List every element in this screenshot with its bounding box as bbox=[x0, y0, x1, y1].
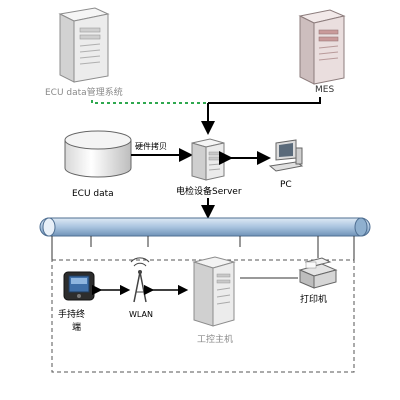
wlan-antenna-icon bbox=[130, 257, 150, 303]
pc-label: PC bbox=[280, 180, 292, 190]
printer-icon bbox=[298, 257, 338, 289]
bus-drop-lines bbox=[51, 236, 355, 260]
handheld-label-line1: 手持终 bbox=[58, 308, 85, 320]
network-bus bbox=[39, 217, 371, 237]
ecu-data-database-icon bbox=[64, 130, 132, 178]
ecu-management-server-icon bbox=[58, 7, 110, 83]
mes-server-icon bbox=[298, 9, 346, 85]
pc-icon bbox=[268, 139, 304, 172]
ecu-mgmt-dashed-link bbox=[91, 100, 208, 104]
mes-label: MES bbox=[315, 85, 334, 95]
industrial-pc-icon bbox=[192, 256, 236, 327]
wlan-label: WLAN bbox=[129, 310, 153, 319]
mes-link bbox=[208, 97, 321, 104]
ipc-label: 工控主机 bbox=[197, 333, 233, 345]
handheld-label-line2: 端 bbox=[72, 321, 81, 333]
ecu-management-label: ECU data管理系统 bbox=[45, 86, 123, 98]
server-label: 电检设备Server bbox=[176, 185, 242, 197]
inspection-server-icon bbox=[191, 138, 225, 181]
hardware-copy-label: 硬件拷贝 bbox=[135, 141, 167, 151]
ecu-data-label: ECU data bbox=[72, 189, 114, 199]
handheld-terminal-icon bbox=[63, 271, 95, 301]
printer-label: 打印机 bbox=[300, 293, 327, 305]
